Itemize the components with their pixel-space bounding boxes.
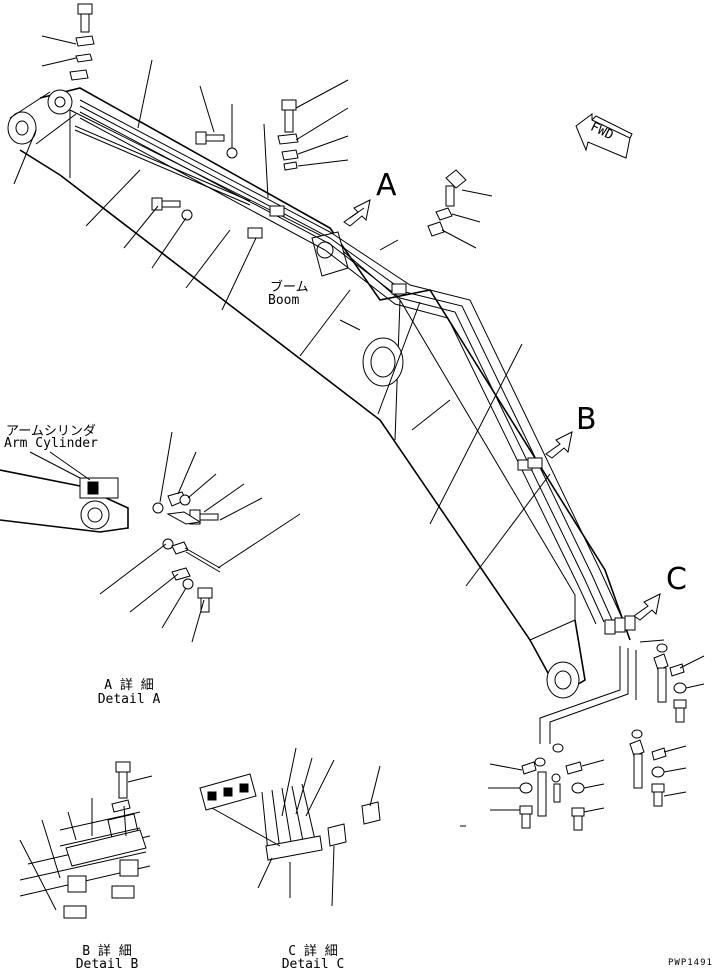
arrow-marker-a: [343, 199, 371, 227]
fwd-arrow: [575, 113, 633, 159]
bolt-stack-fwd: [427, 169, 467, 237]
detail-a-parts: [152, 491, 221, 613]
boom-label-en: Boom: [268, 293, 300, 308]
detail-c-title-jp: C 詳 細: [288, 944, 338, 959]
boom-clamps: [247, 205, 636, 635]
detail-c-title-en: Detail C: [281, 957, 345, 972]
detail-b-parts: [19, 761, 151, 919]
boom-body: [7, 87, 631, 699]
detail-a-title-jp: A 詳 細: [104, 678, 154, 693]
arm-cylinder: [0, 451, 129, 533]
bolt-stack-top-left: [69, 3, 95, 81]
bolt-mid: [151, 131, 238, 221]
detail-b-title-jp: B 詳 細: [82, 944, 132, 959]
leader-lines-detail-a: [99, 431, 301, 643]
arrow-marker-c: [633, 593, 661, 621]
drawing-code: PWP1491: [668, 958, 713, 968]
marker-c-label: C: [666, 562, 687, 597]
detail-a-title-en: Detail A: [97, 692, 161, 707]
arm-cylinder-label-jp: アームシリンダ: [6, 424, 96, 439]
arm-cylinder-label-en: Arm Cylinder: [4, 436, 98, 451]
pipe-bolts-right: [519, 643, 687, 831]
detail-c-parts: [199, 773, 381, 861]
detail-b-title-en: Detail B: [75, 957, 139, 972]
leader-lines-right: [460, 655, 705, 827]
marker-b-label: B: [576, 402, 597, 437]
arrow-marker-b: [545, 431, 573, 459]
leader-lines-detail-c: [211, 747, 381, 907]
hose-lines: [74, 99, 623, 625]
marker-a-label: A: [376, 168, 397, 203]
leader-lines-detail-b: [19, 775, 153, 911]
leader-lines-upper: [13, 35, 665, 643]
bolt-stack-a: [277, 99, 299, 171]
boom-label-jp: ブーム: [270, 280, 309, 295]
